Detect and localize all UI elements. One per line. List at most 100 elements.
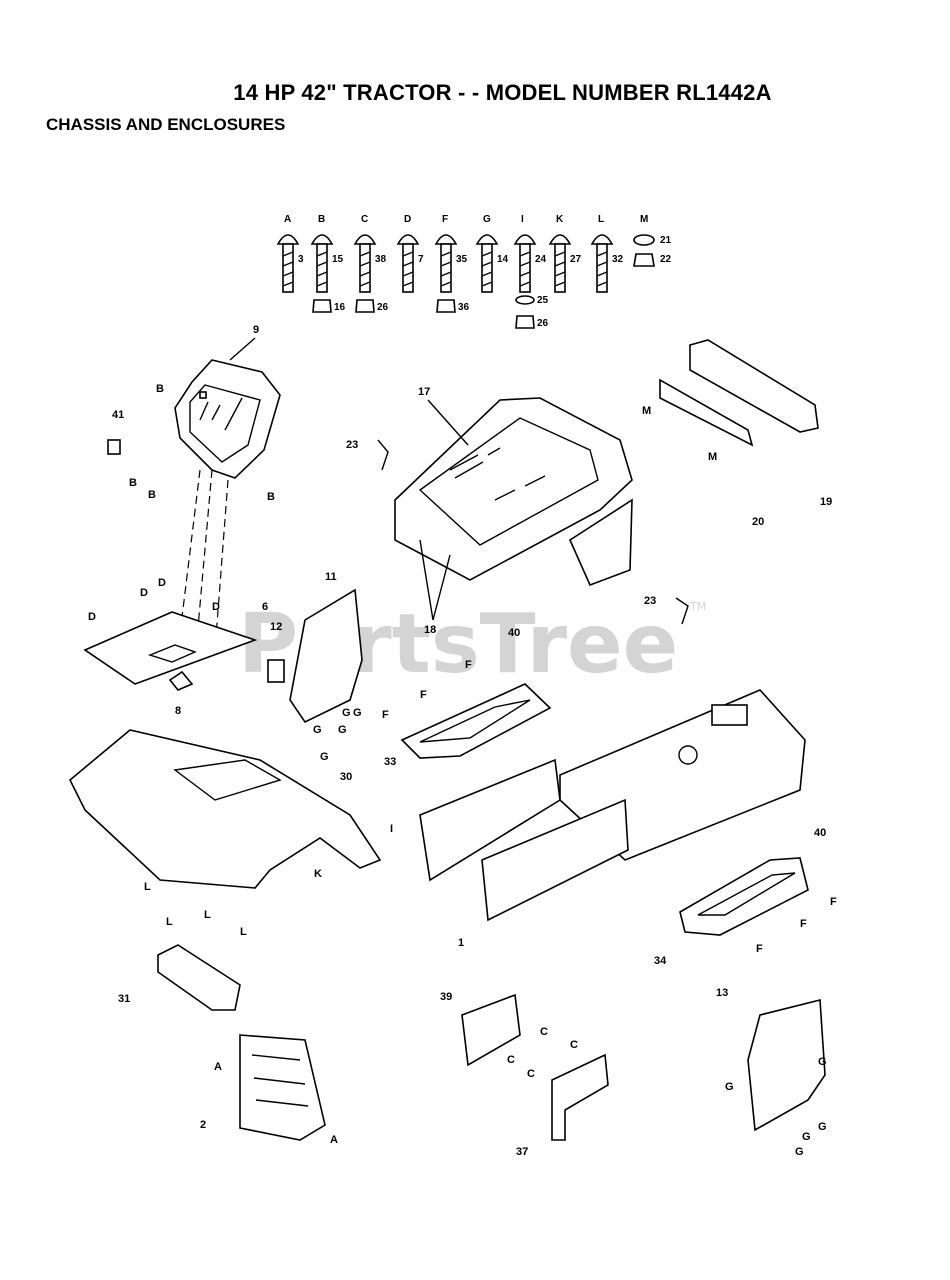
letter-g: G [313, 724, 322, 736]
letter-f: F [830, 896, 837, 908]
bolt-shank-shape [519, 243, 531, 293]
bolt-thread-shape [554, 251, 566, 287]
letter-d: D [140, 587, 148, 599]
callout-41: 41 [112, 409, 124, 421]
callout-40a: 40 [508, 627, 520, 639]
letter-i: I [390, 823, 393, 835]
letter-m: M [708, 451, 717, 463]
callout-20: 20 [752, 516, 764, 528]
callout-34: 34 [654, 955, 667, 967]
callout-19: 19 [820, 496, 832, 508]
bolt-shank-shape [282, 243, 294, 293]
callout-23a: 23 [346, 439, 358, 451]
letter-d: D [212, 601, 220, 613]
callout-2: 2 [200, 1119, 206, 1131]
bolt-head-shape [276, 234, 300, 245]
bolt-head-shape [434, 234, 458, 245]
letter-m: M [642, 405, 651, 417]
part-13-bracket [747, 998, 826, 1132]
bolt-thread-shape [519, 251, 531, 287]
callout-11: 11 [325, 571, 337, 583]
bolt-thread-shape [402, 251, 414, 287]
part-39-bracket [461, 993, 521, 1067]
bolt-thread-shape [316, 251, 328, 287]
nut-shape [436, 299, 456, 313]
nut-shape [355, 299, 375, 313]
part-34-footrest [679, 857, 809, 936]
letter-c: C [540, 1026, 548, 1038]
nut-shape [515, 315, 535, 329]
hardware-number: 21 [660, 235, 672, 246]
hardware-letter-b: B [318, 214, 325, 225]
hardware-letter-g: G [483, 214, 491, 225]
hardware-number: 15 [332, 254, 344, 265]
hardware-nut-number: 26 [377, 302, 389, 313]
part-20-bracket [659, 378, 754, 447]
letter-g: G [795, 1146, 804, 1158]
letter-b: B [267, 491, 275, 503]
bolt-thread-shape [359, 251, 371, 287]
letter-g: G [353, 707, 362, 719]
bolt-head-shape [353, 234, 377, 245]
part-17-hood [394, 397, 633, 587]
hardware-washer-number: 25 [537, 295, 549, 306]
hardware-letter-f: F [442, 214, 448, 225]
callout-31: 31 [118, 993, 130, 1005]
hardware-number: 27 [570, 254, 582, 265]
watermark-tm: TM [689, 600, 706, 613]
letter-f: F [465, 659, 472, 671]
letter-l: L [240, 926, 247, 938]
bolt-shank-shape [402, 243, 414, 293]
hardware-number: 32 [612, 254, 624, 265]
callout-9: 9 [253, 324, 259, 336]
hardware-number: 3 [298, 254, 304, 265]
letter-g: G [342, 707, 351, 719]
callout-39: 39 [440, 991, 452, 1003]
letter-b: B [129, 477, 137, 489]
hardware-number: 35 [456, 254, 468, 265]
letter-k: K [314, 868, 322, 880]
part-19-bumper [689, 339, 819, 433]
part-31-mount [157, 944, 241, 1011]
bolt-shank-shape [481, 243, 493, 293]
bolt-head-shape [513, 234, 537, 245]
bolt-thread-shape [481, 251, 493, 287]
letter-d: D [88, 611, 96, 623]
letter-a: A [214, 1061, 222, 1073]
letter-l: L [166, 916, 173, 928]
hardware-letter-a: A [284, 214, 291, 225]
bolt-shank-shape [596, 243, 608, 293]
letter-g: G [802, 1131, 811, 1143]
part-2-guard [239, 1034, 326, 1141]
letter-b: B [148, 489, 156, 501]
bolt-shank-shape [440, 243, 452, 293]
part-8 [168, 670, 194, 691]
bolt-head-shape [396, 234, 420, 245]
bolt-shank-shape [316, 243, 328, 293]
bolt-head-shape [548, 234, 572, 245]
callout-30: 30 [340, 771, 352, 783]
callout-33: 33 [384, 756, 396, 768]
section-title: CHASSIS AND ENCLOSURES [46, 115, 286, 134]
callout-17: 17 [418, 386, 430, 398]
letter-l: L [204, 909, 211, 921]
letter-f: F [800, 918, 807, 930]
callout-23b: 23 [644, 595, 656, 607]
callout-18: 18 [424, 624, 436, 636]
hardware-nut-number: 16 [334, 302, 346, 313]
hardware-letter-d: D [404, 214, 411, 225]
part-1-frame [419, 689, 806, 922]
letter-f: F [756, 943, 763, 955]
letter-f: F [382, 709, 389, 721]
hardware-letter-l: L [598, 214, 604, 225]
callout-40b: 40 [814, 827, 826, 839]
bolt-thread-shape [596, 251, 608, 287]
part-41 [107, 439, 121, 455]
washer-shape [633, 234, 655, 246]
letter-c: C [507, 1054, 515, 1066]
letter-g: G [320, 751, 329, 763]
letter-b: B [156, 383, 164, 395]
letter-c: C [527, 1068, 535, 1080]
